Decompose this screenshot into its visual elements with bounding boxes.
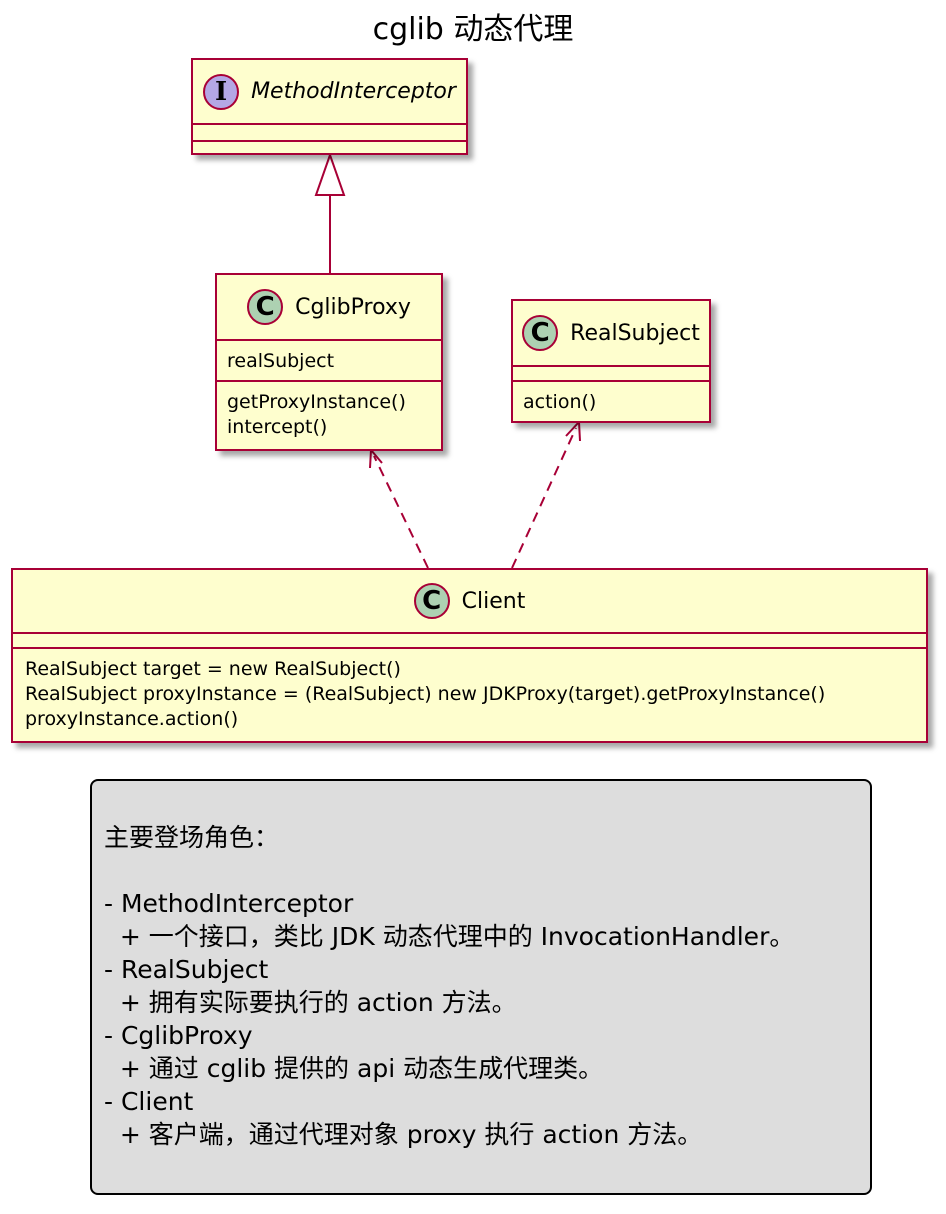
method-item: proxyInstance.action() — [25, 708, 239, 730]
client-methods: RealSubject target = new RealSubject() R… — [13, 649, 926, 734]
method-item: RealSubject proxyInstance = (RealSubject… — [25, 683, 826, 705]
real-subject-name: RealSubject — [570, 320, 700, 346]
class-badge-icon: C — [413, 583, 450, 619]
class-badge-icon: C — [247, 289, 284, 325]
method-item: intercept() — [227, 416, 328, 438]
real-subject-fields — [513, 367, 709, 382]
method-item: action() — [523, 391, 597, 413]
cglib-proxy-name: CglibProxy — [295, 294, 411, 320]
roles-note: 主要登场角色： - MethodInterceptor + 一个接口，类比 JD… — [90, 779, 872, 1195]
note-line: + 一个接口，类比 JDK 动态代理中的 InvocationHandler。 — [104, 922, 795, 951]
method-item: RealSubject target = new RealSubject() — [25, 658, 401, 680]
field-item: realSubject — [227, 350, 335, 372]
interface-badge-icon: I — [203, 73, 240, 110]
cglib-proxy-class: C CglibProxy realSubject getProxyInstanc… — [215, 273, 443, 451]
note-line: - RealSubject — [104, 955, 269, 984]
client-name: Client — [461, 588, 526, 614]
interface-name: MethodInterceptor — [251, 79, 456, 104]
cglib-proxy-header: C CglibProxy — [217, 275, 441, 341]
note-line: - MethodInterceptor — [104, 889, 354, 918]
dependency-line-realsubject — [511, 427, 577, 569]
client-header: C Client — [13, 570, 926, 634]
real-subject-methods: action() — [513, 382, 709, 417]
dependency-arrowhead-realsubject — [565, 419, 581, 442]
note-line: + 拥有实际要执行的 action 方法。 — [104, 988, 517, 1017]
cglib-proxy-fields: realSubject — [217, 341, 441, 382]
realization-arrowhead — [314, 151, 346, 196]
dependency-line-cglib — [373, 455, 429, 569]
note-spacer — [104, 854, 858, 887]
real-subject-class: C RealSubject action() — [511, 299, 711, 423]
note-line: + 客户端，通过代理对象 proxy 执行 action 方法。 — [104, 1120, 703, 1149]
client-fields — [13, 634, 926, 649]
real-subject-header: C RealSubject — [513, 301, 709, 367]
note-line: + 通过 cglib 提供的 api 动态生成代理类。 — [104, 1054, 604, 1083]
interface-methods — [193, 142, 466, 153]
client-class: C Client RealSubject target = new RealSu… — [11, 568, 928, 743]
cglib-proxy-methods: getProxyInstance() intercept() — [217, 382, 441, 442]
note-line: - CglibProxy — [104, 1021, 253, 1050]
interface-fields — [193, 125, 466, 142]
class-badge-icon: C — [522, 315, 559, 351]
diagram-title: cglib 动态代理 — [372, 12, 574, 47]
note-heading: 主要登场角色： — [104, 823, 280, 852]
interface-header: I MethodInterceptor — [193, 60, 466, 125]
method-interceptor-interface: I MethodInterceptor — [191, 58, 468, 155]
method-item: getProxyInstance() — [227, 391, 406, 413]
note-line: - Client — [104, 1087, 194, 1116]
